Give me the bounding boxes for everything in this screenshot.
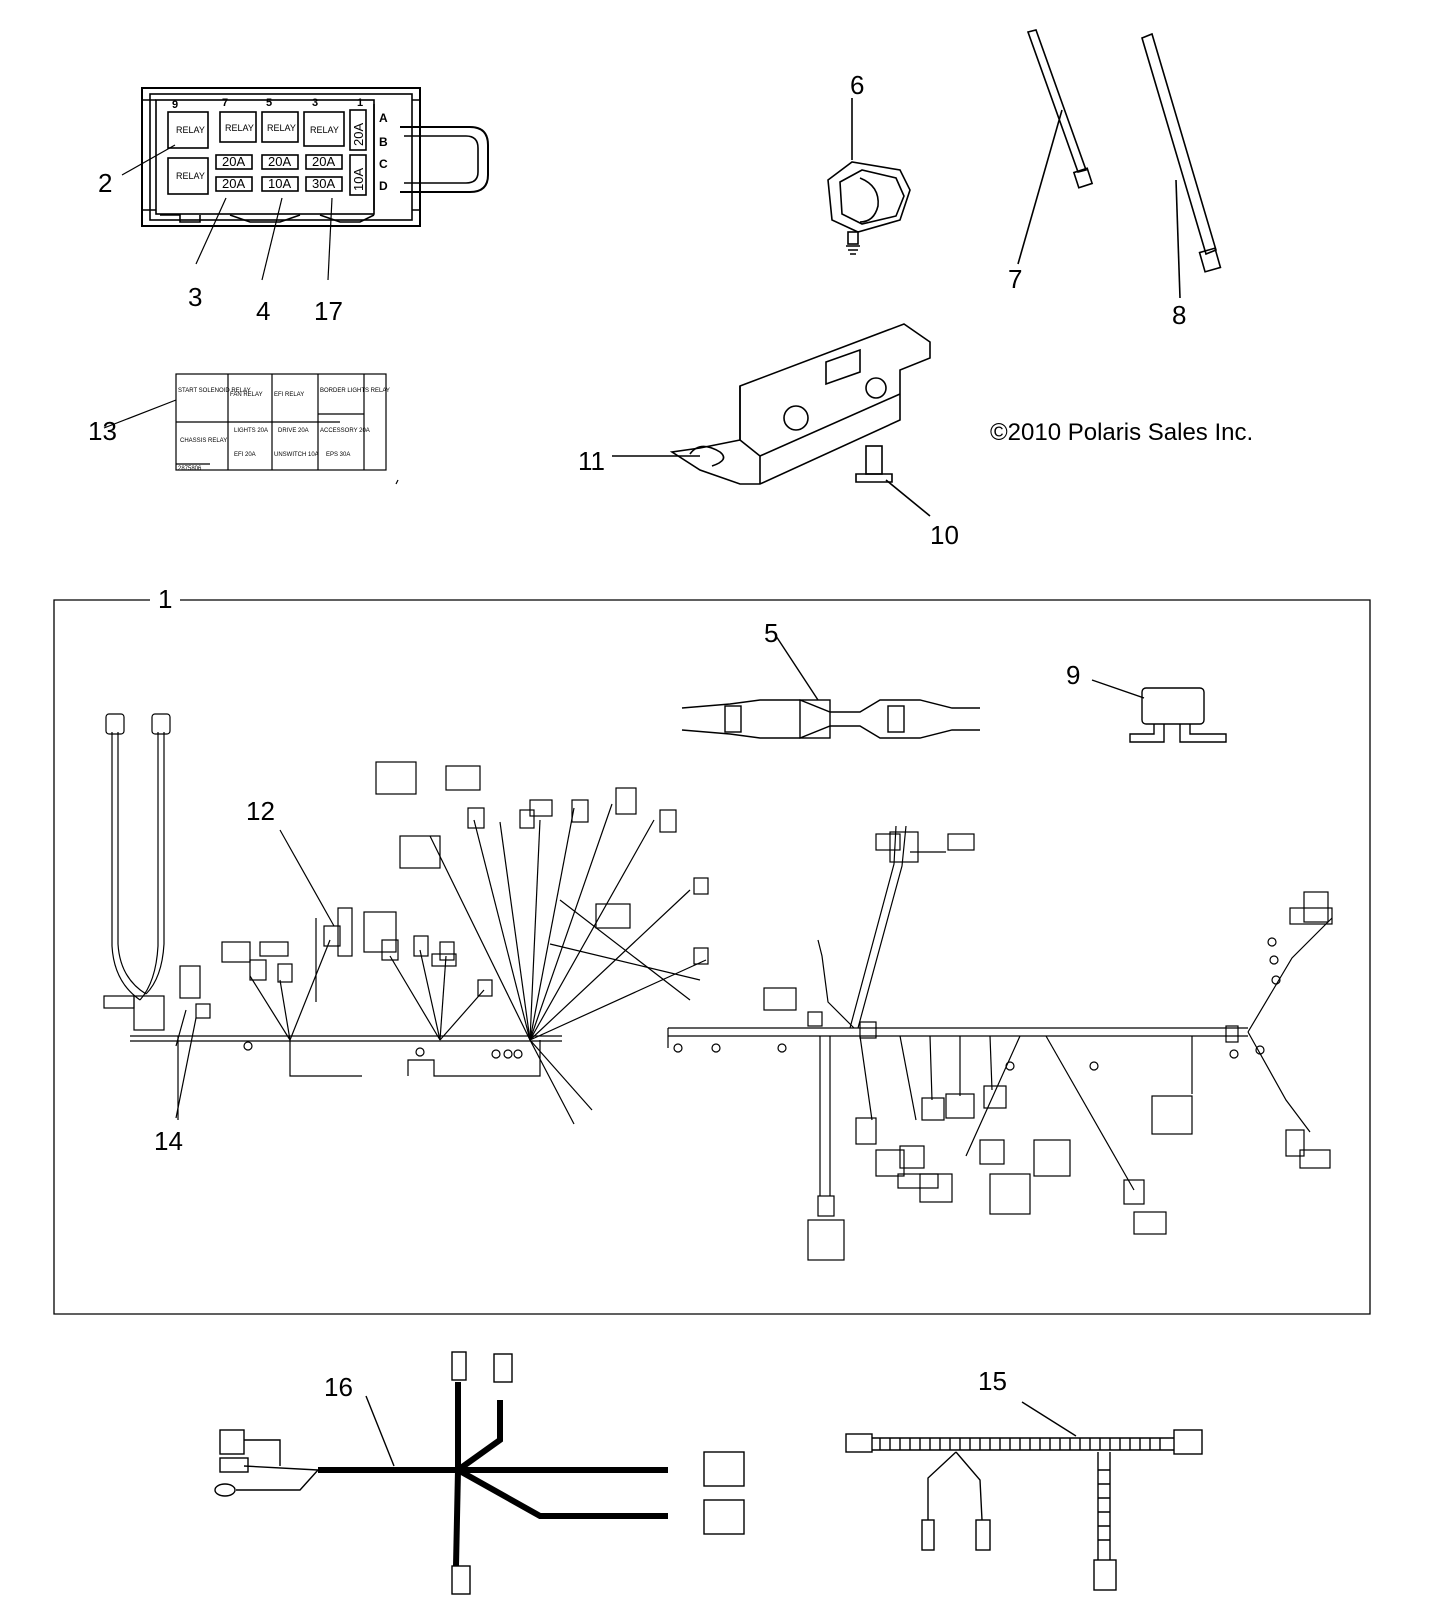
item-16-drawing [214, 1351, 745, 1595]
fuse-value: 30A [312, 176, 335, 191]
callout-17: 17 [314, 296, 343, 326]
fuse-col-7: 7 [222, 97, 228, 109]
callout-numbers: 1 2 3 4 17 5 6 7 8 9 10 11 12 13 14 15 1… [88, 70, 1186, 1402]
callout-8: 8 [1172, 300, 1186, 330]
decal-13: START SOLENOID RELAY FAN RELAY EFI RELAY… [103, 373, 399, 485]
fuse-row-b: B [379, 135, 388, 149]
decal-cell: DRIVE 20A [278, 428, 309, 434]
decal-cell: EFI RELAY [274, 392, 304, 398]
relay-label: RELAY [176, 171, 205, 181]
harness-right [667, 825, 1333, 1261]
callout-12: 12 [246, 796, 275, 826]
callout-15: 15 [978, 1366, 1007, 1396]
callout-6: 6 [850, 70, 864, 100]
callout-2: 2 [98, 168, 112, 198]
item-15-drawing [845, 1401, 1203, 1591]
callout-1: 1 [158, 584, 172, 614]
callout-4: 4 [256, 296, 270, 326]
relay-label: RELAY [310, 125, 339, 135]
fuse-col-1: 1 [357, 97, 363, 109]
decal-cell: EPS 30A [326, 452, 350, 458]
fuse-box-leaders [121, 144, 333, 281]
fuse-value: 20A [222, 176, 245, 191]
decal-cell: EFI 20A [234, 452, 256, 458]
decal-cell: ACCESSORY 20A [320, 428, 370, 434]
callout-7: 7 [1008, 264, 1022, 294]
fuse-value: 20A [312, 154, 335, 169]
callout-13: 13 [88, 416, 117, 446]
callout-5: 5 [764, 618, 778, 648]
side-fuse-value: 10A [351, 168, 366, 191]
fuse-col-3: 3 [312, 97, 318, 109]
decal-part-no: 2875806 [178, 466, 202, 472]
callout-9: 9 [1066, 660, 1080, 690]
fuse-row-d: D [379, 179, 388, 193]
decal-cell: LIGHTS 20A [234, 428, 268, 434]
callout-3: 3 [188, 282, 202, 312]
fuse-value: 20A [268, 154, 291, 169]
fuse-col-5: 5 [266, 97, 272, 109]
connector-6-drawing [827, 98, 911, 255]
relay-label: RELAY [225, 123, 254, 133]
fuse-value: 10A [268, 176, 291, 191]
fuse-box-labels: 9 7 5 3 1 A B C D RELAY RELAY RELAY RELA… [172, 97, 388, 193]
cable-ties [1017, 29, 1222, 299]
decal-cell: UNSWITCH 10A [274, 452, 319, 458]
callout-16: 16 [324, 1372, 353, 1402]
side-fuse-value: 20A [351, 123, 366, 146]
decal-cell: FAN RELAY [230, 392, 263, 398]
callout-14: 14 [154, 1126, 183, 1156]
callout-11: 11 [578, 446, 605, 476]
callout-10: 10 [930, 520, 959, 550]
harness-frame [53, 599, 1371, 1315]
item-5-drawing [681, 635, 980, 739]
copyright: ©2010 Polaris Sales Inc. [990, 419, 1253, 446]
decal-cell: BORDER LIGHTS RELAY [320, 388, 390, 394]
fuse-row-a: A [379, 111, 388, 125]
item-9-drawing [1091, 679, 1227, 743]
relay-label: RELAY [176, 125, 205, 135]
fuse-box-assembly [141, 87, 489, 227]
bracket-11-drawing [612, 323, 931, 485]
fuse-row-c: C [379, 157, 388, 171]
relay-label: RELAY [267, 123, 296, 133]
fuse-col-9: 9 [172, 99, 178, 111]
fuse-value: 20A [222, 154, 245, 169]
decal-cell: CHASSIS RELAY [180, 438, 227, 444]
harness-left [103, 713, 709, 1125]
decal-cell: START SOLENOID RELAY [178, 388, 251, 394]
callout-leaders [175, 829, 335, 1119]
fastener-10-drawing [855, 445, 931, 517]
